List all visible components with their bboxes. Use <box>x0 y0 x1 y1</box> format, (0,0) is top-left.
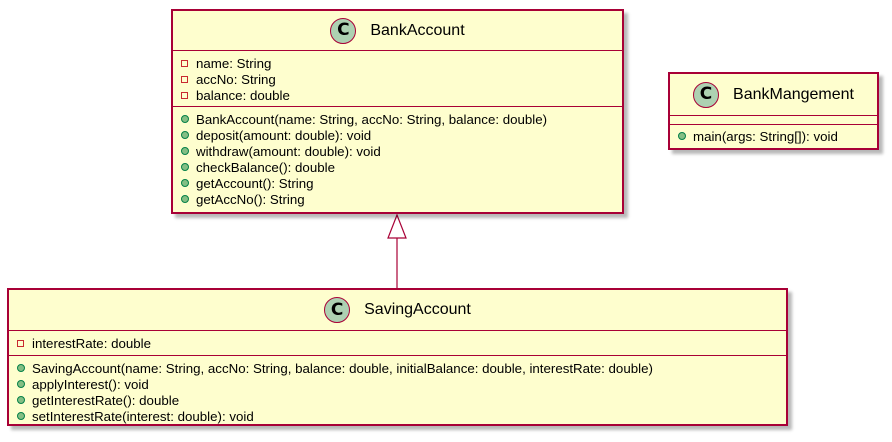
field-text: interestRate: double <box>32 335 152 351</box>
method-text: applyInterest(): void <box>32 376 149 392</box>
method-text: main(args: String[]): void <box>693 128 838 144</box>
field-row: interestRate: double <box>17 335 786 351</box>
public-visibility-icon <box>181 115 189 123</box>
method-row: getAccount(): String <box>181 175 622 191</box>
class-bank-account[interactable]: C BankAccount name: String accNo: String… <box>171 9 624 214</box>
methods-compartment: SavingAccount(name: String, accNo: Strin… <box>9 356 786 428</box>
class-icon-letter: C <box>330 299 344 320</box>
method-text: SavingAccount(name: String, accNo: Strin… <box>32 360 653 376</box>
field-text: balance: double <box>196 87 290 103</box>
public-visibility-icon <box>17 396 25 404</box>
class-header: C BankMangement <box>670 74 877 116</box>
public-visibility-icon <box>17 380 25 388</box>
method-row: deposit(amount: double): void <box>181 127 622 143</box>
private-visibility-icon <box>181 75 188 83</box>
public-visibility-icon <box>17 412 25 420</box>
class-icon-letter: C <box>337 20 350 40</box>
class-icon-letter: C <box>699 84 713 104</box>
method-row: withdraw(amount: double): void <box>181 143 622 159</box>
private-visibility-icon <box>181 59 188 67</box>
public-visibility-icon <box>181 195 189 203</box>
method-row: applyInterest(): void <box>17 376 786 392</box>
method-row: getAccNo(): String <box>181 191 622 207</box>
class-header: C SavingAccount <box>9 290 786 331</box>
field-text: name: String <box>196 55 272 71</box>
public-visibility-icon <box>181 163 189 171</box>
inheritance-arrowhead <box>387 213 407 239</box>
class-saving-account[interactable]: C SavingAccount interestRate: double Sav… <box>7 288 788 426</box>
field-row: accNo: String <box>181 71 622 87</box>
field-row: name: String <box>181 55 622 71</box>
method-text: withdraw(amount: double): void <box>196 143 381 159</box>
class-c-icon: C <box>693 81 720 108</box>
method-row: SavingAccount(name: String, accNo: Strin… <box>17 360 786 376</box>
private-visibility-icon <box>17 339 24 347</box>
fields-compartment: name: String accNo: String balance: doub… <box>173 51 622 107</box>
public-visibility-icon <box>181 147 189 155</box>
class-c-icon: C <box>330 17 357 44</box>
class-c-icon: C <box>324 297 351 323</box>
fields-compartment <box>670 116 877 125</box>
private-visibility-icon <box>181 91 188 99</box>
class-header: C BankAccount <box>173 11 622 51</box>
method-row: getInterestRate(): double <box>17 392 786 408</box>
class-name: SavingAccount <box>364 301 471 318</box>
class-name: BankAccount <box>370 21 465 39</box>
method-row: setInterestRate(interest: double): void <box>17 408 786 424</box>
method-row: BankAccount(name: String, accNo: String,… <box>181 111 622 127</box>
methods-compartment: BankAccount(name: String, accNo: String,… <box>173 107 622 211</box>
methods-compartment: main(args: String[]): void <box>670 125 877 148</box>
field-text: accNo: String <box>196 71 276 87</box>
public-visibility-icon <box>678 132 686 140</box>
fields-compartment: interestRate: double <box>9 331 786 356</box>
method-row: main(args: String[]): void <box>678 128 877 144</box>
class-name: BankMangement <box>733 85 854 103</box>
method-row: checkBalance(): double <box>181 159 622 175</box>
method-text: deposit(amount: double): void <box>196 127 372 143</box>
field-row: balance: double <box>181 87 622 103</box>
method-text: setInterestRate(interest: double): void <box>32 408 254 424</box>
method-text: getInterestRate(): double <box>32 392 180 408</box>
public-visibility-icon <box>17 364 25 372</box>
method-text: getAccNo(): String <box>196 191 305 207</box>
public-visibility-icon <box>181 131 189 139</box>
public-visibility-icon <box>181 179 189 187</box>
method-text: getAccount(): String <box>196 175 314 191</box>
method-text: BankAccount(name: String, accNo: String,… <box>196 111 548 127</box>
class-bank-mangement[interactable]: C BankMangement main(args: String[]): vo… <box>668 72 879 150</box>
method-text: checkBalance(): double <box>196 159 335 175</box>
